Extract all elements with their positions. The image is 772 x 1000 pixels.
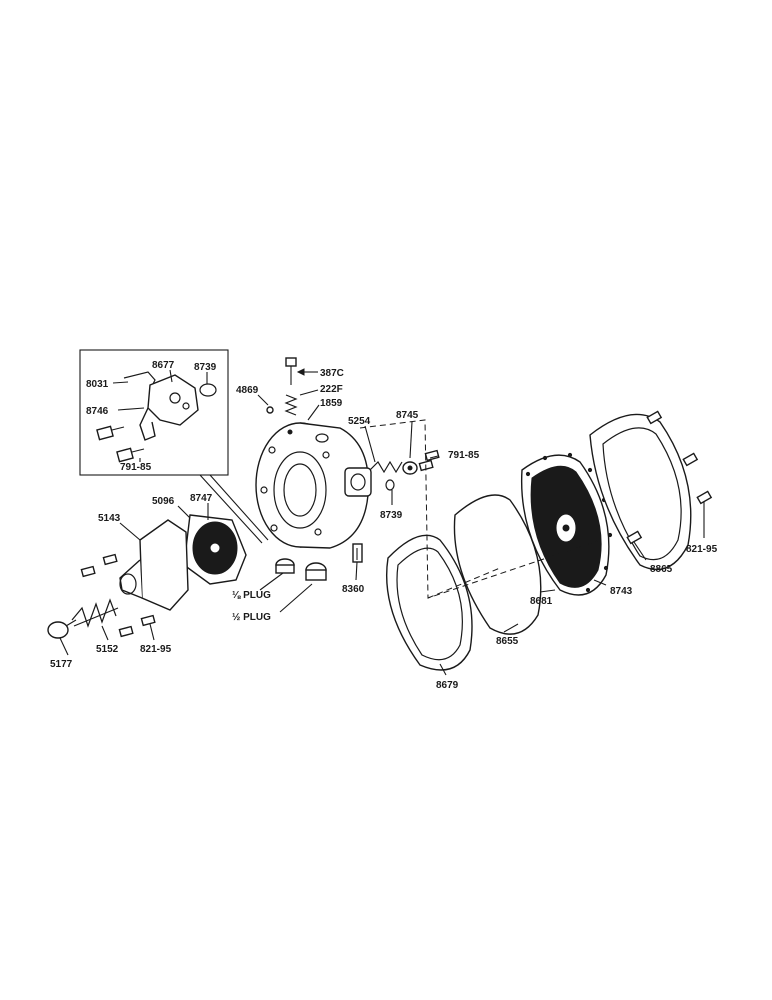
label-791-85-right: 791-85 <box>448 450 480 461</box>
bottom-screw <box>352 543 363 563</box>
label-8739-inset: 8739 <box>194 362 217 373</box>
right-disc-stack <box>385 410 713 671</box>
part-labels: 387C 222F 1859 4869 5254 8745 791-85 873… <box>50 360 718 691</box>
left-cover-assembly <box>47 514 247 639</box>
label-791-85-inset: 791-85 <box>120 462 152 473</box>
label-8743: 8743 <box>610 586 633 597</box>
label-8681: 8681 <box>530 596 553 607</box>
label-8677: 8677 <box>152 360 175 371</box>
label-387c: 387C <box>320 368 344 379</box>
label-1-8-plug: ⅛ PLUG <box>232 590 271 601</box>
leader-lines <box>59 369 705 676</box>
inset-leader <box>209 474 269 541</box>
label-8655: 8655 <box>496 636 519 647</box>
label-8746: 8746 <box>86 406 109 417</box>
label-8679: 8679 <box>436 680 459 691</box>
alignment-lines <box>359 419 601 599</box>
label-8865: 8865 <box>650 564 673 575</box>
label-5152: 5152 <box>96 644 119 655</box>
label-8739-right: 8739 <box>380 510 403 521</box>
label-8031: 8031 <box>86 379 109 390</box>
label-821-95-left: 821-95 <box>140 644 172 655</box>
top-screw-spring <box>284 357 319 416</box>
label-8360: 8360 <box>342 584 365 595</box>
plugs <box>275 558 327 581</box>
label-821-95-right: 821-95 <box>686 544 718 555</box>
label-1-2-plug: ½ PLUG <box>232 612 271 623</box>
label-8745: 8745 <box>396 410 419 421</box>
label-5177: 5177 <box>50 659 73 670</box>
pump-body <box>255 422 372 549</box>
label-5143: 5143 <box>98 513 121 524</box>
label-4869: 4869 <box>236 385 259 396</box>
label-222f: 222F <box>320 384 343 395</box>
label-5096: 5096 <box>152 496 175 507</box>
right-side-parts <box>369 449 440 491</box>
inset-detail-box <box>79 349 229 476</box>
label-1859: 1859 <box>320 398 343 409</box>
small-plug <box>266 406 274 414</box>
label-5254: 5254 <box>348 416 371 427</box>
label-8747: 8747 <box>190 493 213 504</box>
